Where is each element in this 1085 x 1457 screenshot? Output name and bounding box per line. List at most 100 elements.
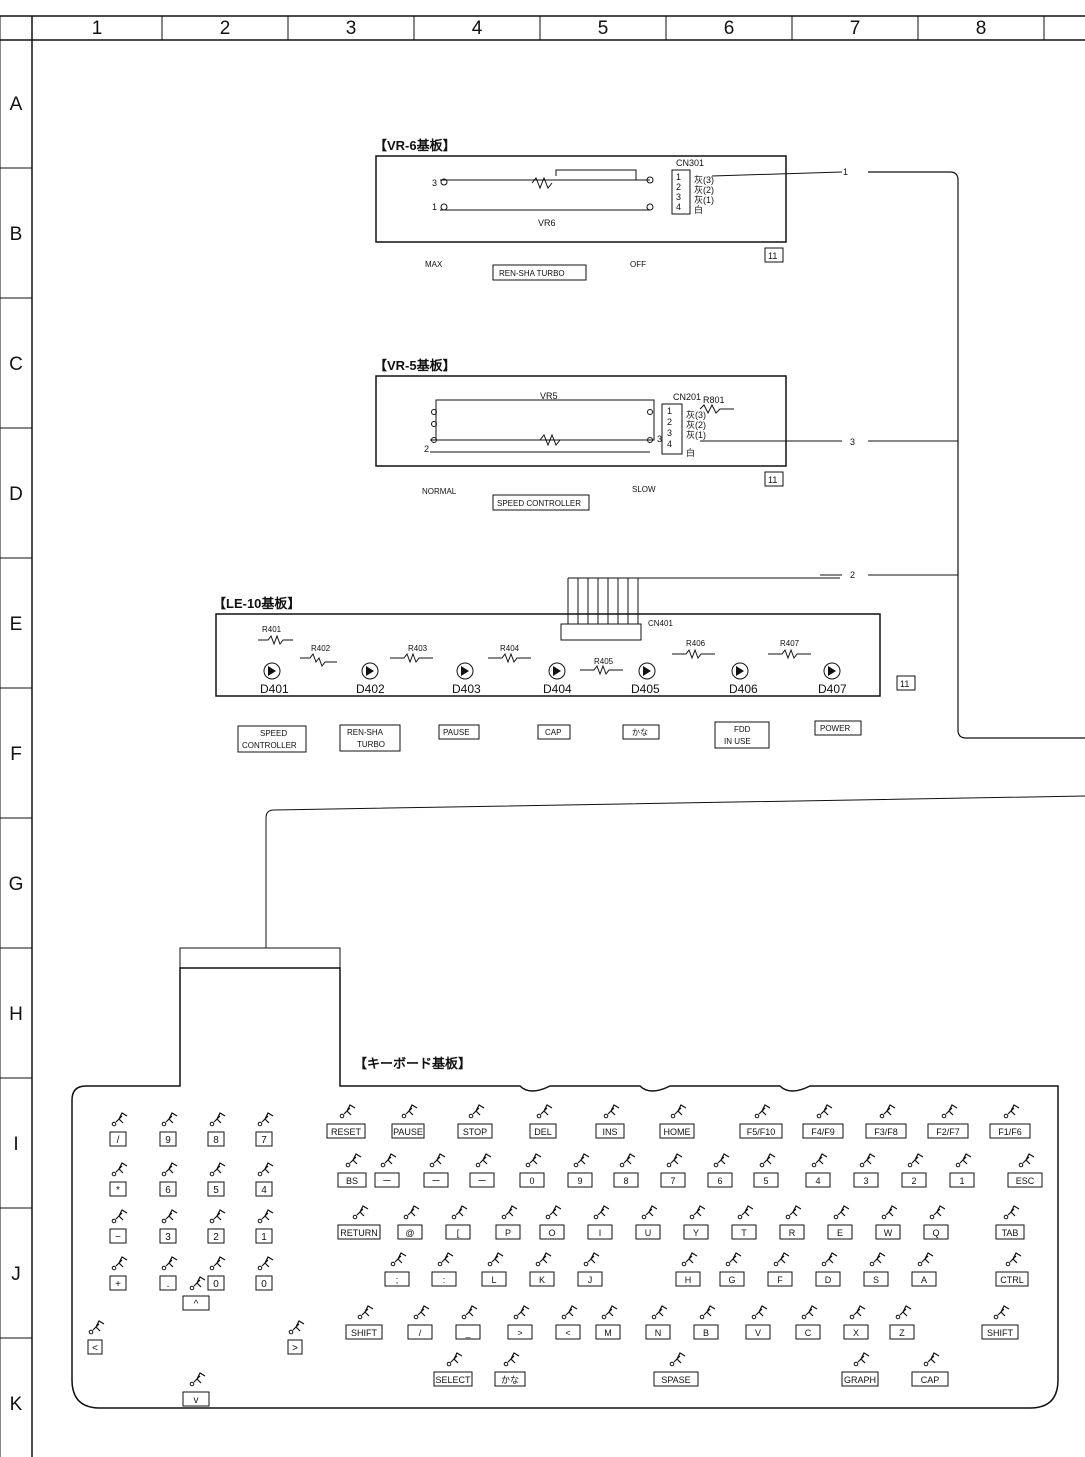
vr6-function-label: REN-SHA TURBO (499, 269, 565, 278)
key-switch-icon (655, 1305, 668, 1317)
vr5-label-slow: SLOW (632, 485, 656, 494)
key-label: > (292, 1343, 298, 1354)
row-label: C (9, 354, 23, 375)
key-label: < (565, 1328, 570, 1338)
key-label: O (548, 1228, 555, 1238)
key-switch-icon (517, 1305, 530, 1317)
key-label: 1 (261, 1232, 267, 1243)
key-label: 9 (577, 1176, 582, 1186)
led-function-label: POWER (820, 724, 850, 733)
connector-3-label: 3 (850, 437, 855, 447)
row-label: K (10, 1394, 23, 1415)
keyboard-key: > (287, 1320, 305, 1355)
column-labels: 1 2 3 4 5 6 7 8 (92, 18, 987, 39)
key-switch-icon (565, 1305, 578, 1317)
keyboard-key: ー (469, 1153, 495, 1188)
key-switch-icon (540, 1104, 553, 1116)
key-switch-icon (115, 1209, 128, 1221)
key-label: R (789, 1228, 796, 1238)
key-label: G (728, 1275, 735, 1285)
key-label: E (837, 1228, 843, 1238)
key-label: 6 (165, 1185, 171, 1196)
pin-label: 4 (667, 439, 672, 449)
keyboard-key: S (863, 1252, 889, 1287)
key-label: / (419, 1328, 422, 1338)
led-id: D404 (543, 682, 572, 696)
key-label: CAP (921, 1375, 940, 1385)
led-function-label: REN-SHA (347, 728, 384, 737)
keyboard-key: D (815, 1252, 841, 1287)
keyboard-key: HOME (659, 1104, 695, 1139)
keyboard-key: SHIFT (981, 1305, 1019, 1340)
keyboard-key: 7 (255, 1112, 274, 1147)
key-switch-icon (623, 1153, 636, 1165)
resistor-label: R407 (780, 639, 800, 648)
key-switch-icon (703, 1305, 716, 1317)
vr5-part: VR5 (540, 391, 558, 401)
key-label: 0 (529, 1176, 534, 1186)
keyboard-key: 7 (660, 1153, 686, 1188)
keyboard-key: 8 (207, 1112, 226, 1147)
key-label: ー (382, 1176, 391, 1186)
key-label: J (588, 1275, 593, 1285)
keyboard-key: SELECT (433, 1352, 473, 1387)
keyboard-key: 5 (753, 1153, 779, 1188)
pin-label: 1 (667, 406, 672, 416)
le10-title: 【LE-10基板】 (213, 596, 300, 611)
keyboard-key: > (507, 1305, 533, 1340)
key-label: D (825, 1275, 832, 1285)
key-switch-icon (815, 1153, 828, 1165)
key-switch-icon (693, 1205, 706, 1217)
key-label: [ (457, 1228, 460, 1238)
keyboard-key: H (675, 1252, 701, 1287)
key-switch-icon (472, 1104, 485, 1116)
key-switch-icon (597, 1205, 610, 1217)
key-label: W (884, 1228, 893, 1238)
key-switch-icon (433, 1153, 446, 1165)
key-label: 7 (670, 1176, 675, 1186)
vr5-board: 【VR-5基板】 VR5 2 3 CN201 R801 1 2 3 4 灰(3)… (374, 358, 787, 511)
key-switch-icon (479, 1153, 492, 1165)
key-label: Q (932, 1228, 939, 1238)
key-label: HOME (664, 1127, 691, 1137)
wire-label: 灰(1) (694, 194, 714, 205)
vr6-board: 【VR-6基板】 3 1 VR6 CN301 1 2 3 4 灰(3) 灰(2)… (374, 138, 787, 281)
key-label: @ (405, 1228, 414, 1238)
keyboard-key: SPASE (653, 1352, 699, 1387)
pin-label: 4 (676, 202, 681, 212)
key-label: BS (346, 1176, 358, 1186)
key-switch-icon (455, 1205, 468, 1217)
key-label: V (755, 1328, 761, 1338)
row-labels: A B C D E F G H I J K (9, 94, 24, 1415)
key-switch-icon (873, 1252, 886, 1264)
key-label: PAUSE (393, 1127, 423, 1137)
wire-label: 灰(2) (686, 419, 706, 430)
key-label: 8 (623, 1176, 628, 1186)
keyboard-key: 2 (901, 1153, 927, 1188)
key-switch-icon (717, 1153, 730, 1165)
key-label: / (117, 1135, 120, 1146)
keyboard-key: 3 (159, 1209, 178, 1244)
key-switch-icon (674, 1104, 687, 1116)
key-switch-icon (837, 1205, 850, 1217)
resistor-label: R405 (594, 657, 614, 666)
key-switch-icon (261, 1112, 274, 1124)
keyboard-key: Y (683, 1205, 709, 1240)
key-label: 2 (911, 1176, 916, 1186)
keyboard-key: G (719, 1252, 745, 1287)
key-label: SPASE (661, 1375, 690, 1385)
column-label: 8 (976, 18, 987, 39)
key-switch-icon (261, 1209, 274, 1221)
key-label: M (604, 1328, 612, 1338)
wire-label: 白 (694, 204, 703, 215)
key-switch-icon (927, 1352, 940, 1364)
svg-text:1: 1 (432, 202, 437, 212)
keyboard-key: ^ (182, 1276, 210, 1311)
keyboard-key: _ (455, 1305, 481, 1340)
led-id: D403 (452, 682, 481, 696)
key-switch-icon (685, 1252, 698, 1264)
key-label: STOP (463, 1127, 487, 1137)
keyboard-key: F1/F6 (989, 1104, 1031, 1139)
keyboard-key: STOP (457, 1104, 493, 1139)
keyboard-key: K (529, 1252, 555, 1287)
